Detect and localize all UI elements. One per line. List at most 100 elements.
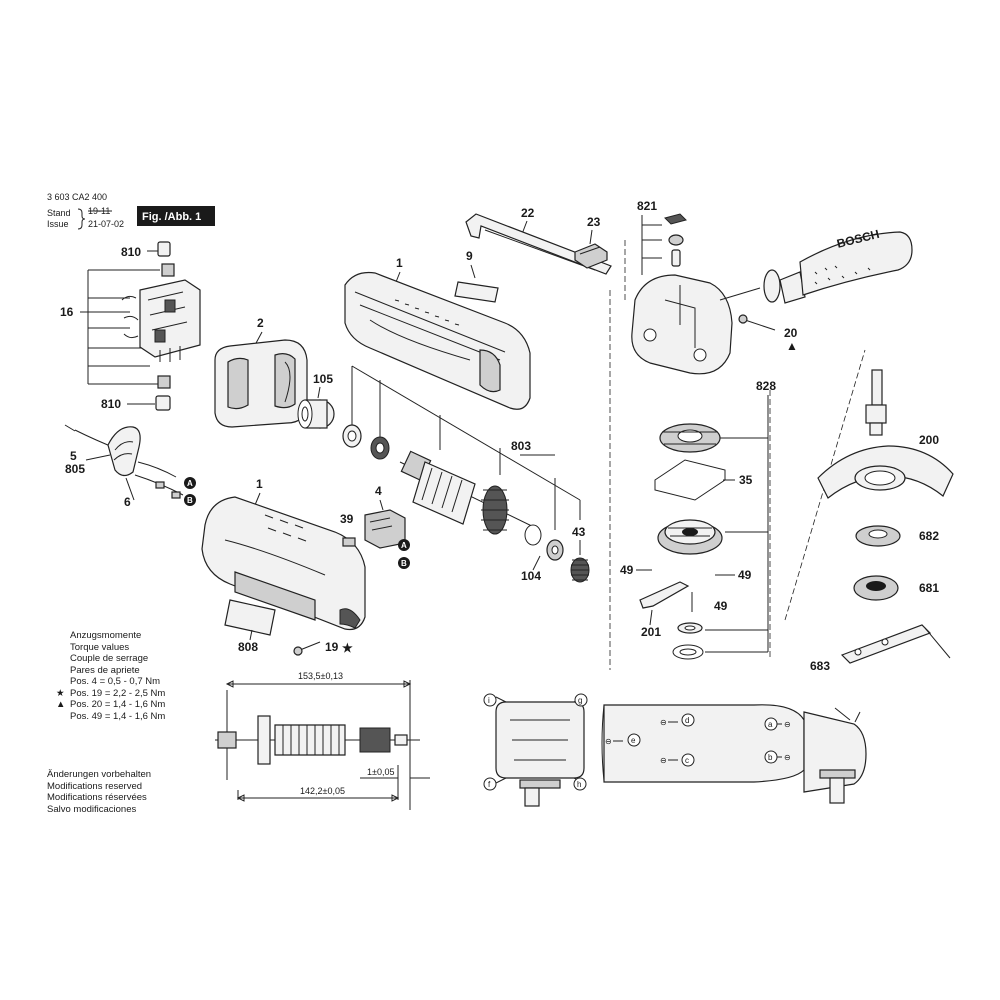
dim-tolerance: 1±0,05	[367, 767, 394, 777]
torque-row-49-text: Pos. 49 = 1,4 - 1,6 Nm	[70, 710, 166, 722]
marker-e: e	[627, 733, 641, 747]
marker-g: g	[574, 693, 588, 707]
svg-text:d: d	[685, 716, 689, 725]
dim-inner: 142,2±0,05	[300, 786, 345, 796]
svg-text:b: b	[768, 753, 773, 762]
star-icon: ★	[56, 687, 65, 699]
svg-text:i: i	[488, 696, 490, 705]
label-39: 39	[340, 512, 354, 526]
marker-c: c	[681, 753, 695, 767]
label-35: 35	[739, 473, 753, 487]
rating-label-plate	[454, 281, 499, 303]
armature-leader-lines	[351, 365, 581, 530]
disclaimer-block: Änderungen vorbehalten Modifications res…	[47, 769, 151, 815]
label-805: 805	[65, 462, 85, 476]
fig-box	[137, 206, 215, 226]
marker-b: b	[764, 750, 778, 764]
marker-A-switch: A	[398, 539, 410, 551]
marker-f: f	[483, 777, 497, 791]
armature	[399, 450, 541, 535]
svg-text:A: A	[187, 479, 193, 488]
star-19: ★	[342, 641, 353, 655]
washer	[677, 622, 703, 634]
svg-text:⊖: ⊖	[660, 718, 667, 727]
svg-text:⊖: ⊖	[605, 737, 612, 746]
pin-spanner-683	[840, 624, 951, 664]
marker-i: i	[483, 693, 497, 707]
label-49-b: 49	[738, 568, 752, 582]
disclaimer-fr: Modifications réservées	[47, 792, 147, 803]
label-43: 43	[572, 525, 586, 539]
svg-text:f: f	[488, 780, 491, 789]
field-coil	[214, 339, 308, 428]
label-808: 808	[238, 640, 258, 654]
marker-a: a	[764, 717, 778, 731]
power-cable	[64, 424, 184, 499]
label-683: 683	[810, 659, 830, 673]
svg-text:A: A	[401, 541, 407, 550]
issue-value: 21-07-02	[88, 219, 124, 229]
label-16: 16	[60, 305, 74, 319]
label-681: 681	[919, 581, 939, 595]
stand-label: Stand	[47, 208, 71, 218]
label-104: 104	[521, 569, 541, 583]
spindle	[865, 369, 887, 436]
label-1-housing: 1	[396, 256, 403, 270]
label-49-a: 49	[620, 563, 634, 577]
marker-h: h	[573, 777, 587, 791]
ball-bearing-2	[370, 436, 390, 460]
label-19: 19	[325, 640, 339, 654]
armature-dimension-drawing	[215, 680, 430, 810]
label-22: 22	[521, 206, 535, 220]
gear-housing	[631, 274, 733, 375]
torque-values-block: Anzugsmomente Torque values Couple de se…	[56, 630, 166, 722]
label-plate-808	[224, 599, 276, 636]
torque-heading-fr: Couple de serrage	[70, 653, 149, 664]
torque-row-19-text: Pos. 19 = 2,2 - 2,5 Nm	[70, 687, 166, 699]
disclaimer-es: Salvo modificaciones	[47, 803, 137, 815]
triangle-icon: ▲	[56, 699, 66, 710]
crown-gear	[659, 423, 721, 453]
carbon-brush-bottom	[155, 375, 171, 411]
label-23: 23	[587, 215, 601, 229]
label-6: 6	[124, 495, 131, 509]
label-682: 682	[919, 529, 939, 543]
switch-slider	[574, 243, 608, 269]
switch-part-39	[342, 537, 356, 547]
svg-text:B: B	[401, 559, 407, 568]
spring-washer	[672, 644, 704, 660]
mounting-flange-682	[855, 525, 901, 547]
clamping-nut-681	[853, 575, 899, 601]
svg-text:g: g	[578, 696, 582, 705]
carbon-brush-top	[157, 241, 175, 277]
fig-label: Fig. /Abb. 1	[142, 211, 201, 223]
disclaimer-en: Modifications reserved	[47, 780, 143, 792]
torque-row-4: Pos. 4 = 0,5 - 0,7 Nm	[70, 676, 165, 688]
svg-text:e: e	[631, 736, 636, 745]
screw-19	[293, 641, 321, 656]
svg-text:B: B	[187, 496, 193, 505]
svg-text:⊖: ⊖	[784, 753, 791, 762]
doc-number: 3 603 CA2 400	[47, 192, 107, 202]
label-9: 9	[466, 249, 473, 263]
torque-heading-de: Anzugsmomente	[70, 630, 142, 641]
label-803: 803	[511, 439, 531, 453]
torque-heading-es: Pares de apriete	[70, 664, 140, 676]
svg-text:a: a	[768, 720, 773, 729]
locking-lever	[639, 581, 690, 609]
label-201: 201	[641, 625, 661, 639]
label-105: 105	[313, 372, 333, 386]
auxiliary-handle: BOSCH	[719, 227, 913, 304]
label-2: 2	[257, 316, 264, 330]
brace-icon	[77, 208, 86, 230]
dim-overall: 153,5±0,13	[298, 671, 343, 681]
spindle-lock	[641, 213, 687, 275]
screw-20	[738, 314, 776, 331]
svg-text:⊖: ⊖	[784, 720, 791, 729]
label-810-bottom: 810	[101, 397, 121, 411]
svg-text:h: h	[577, 780, 581, 789]
disclaimer-de: Änderungen vorbehalten	[47, 769, 152, 780]
side-view-assembly: ⊖ ⊖ ⊖ ⊖ ⊖	[601, 704, 867, 804]
label-49-c: 49	[714, 599, 728, 613]
